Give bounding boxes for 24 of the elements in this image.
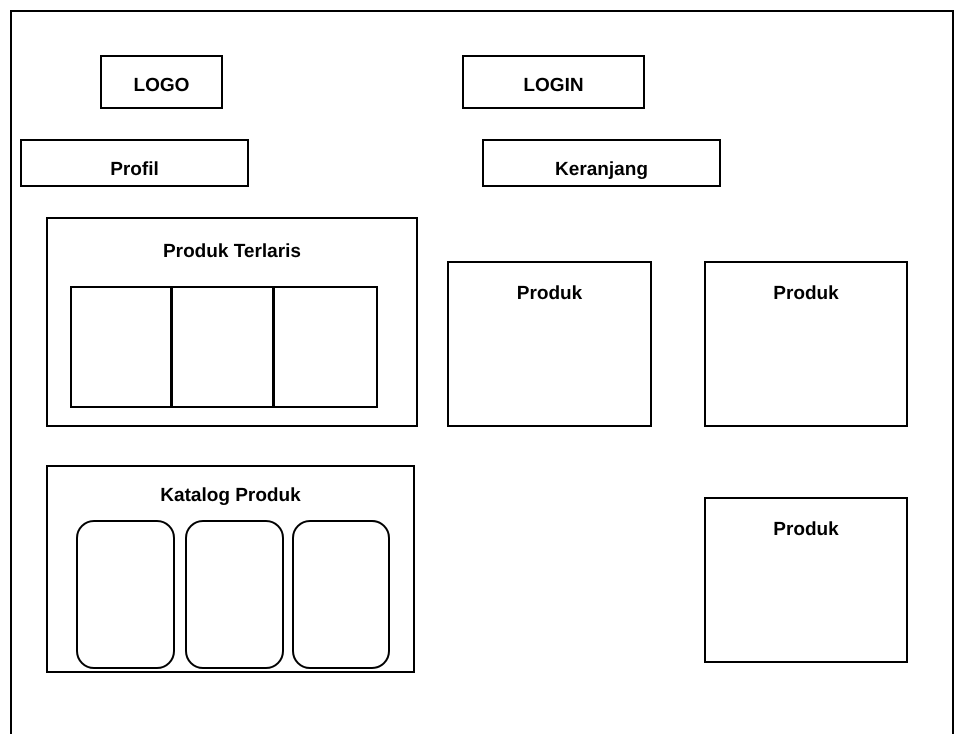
placeholder-box	[185, 520, 284, 669]
placeholder-box	[171, 286, 274, 408]
wireframe-box	[46, 465, 415, 673]
box-label: LOGIN	[522, 75, 585, 97]
box-label: Katalog Produk	[159, 485, 302, 507]
wireframe-box	[704, 497, 908, 663]
wireframe-box	[46, 217, 418, 427]
placeholder-box	[273, 286, 378, 408]
wireframe-box	[20, 139, 249, 187]
placeholder-box	[292, 520, 390, 669]
box-label: Produk	[772, 519, 840, 541]
box-label: Profil	[109, 159, 160, 181]
wireframe-box	[482, 139, 721, 187]
box-label: Keranjang	[554, 159, 649, 181]
box-label: LOGO	[132, 75, 190, 97]
placeholder-box	[76, 520, 175, 669]
wireframe-box	[447, 261, 652, 427]
box-label: Produk	[772, 283, 840, 305]
wireframe-box	[704, 261, 908, 427]
wireframe-box	[462, 55, 645, 109]
box-label: Produk	[516, 283, 584, 305]
placeholder-box	[70, 286, 172, 408]
box-label: Produk Terlaris	[162, 241, 302, 263]
wireframe-box	[100, 55, 223, 109]
